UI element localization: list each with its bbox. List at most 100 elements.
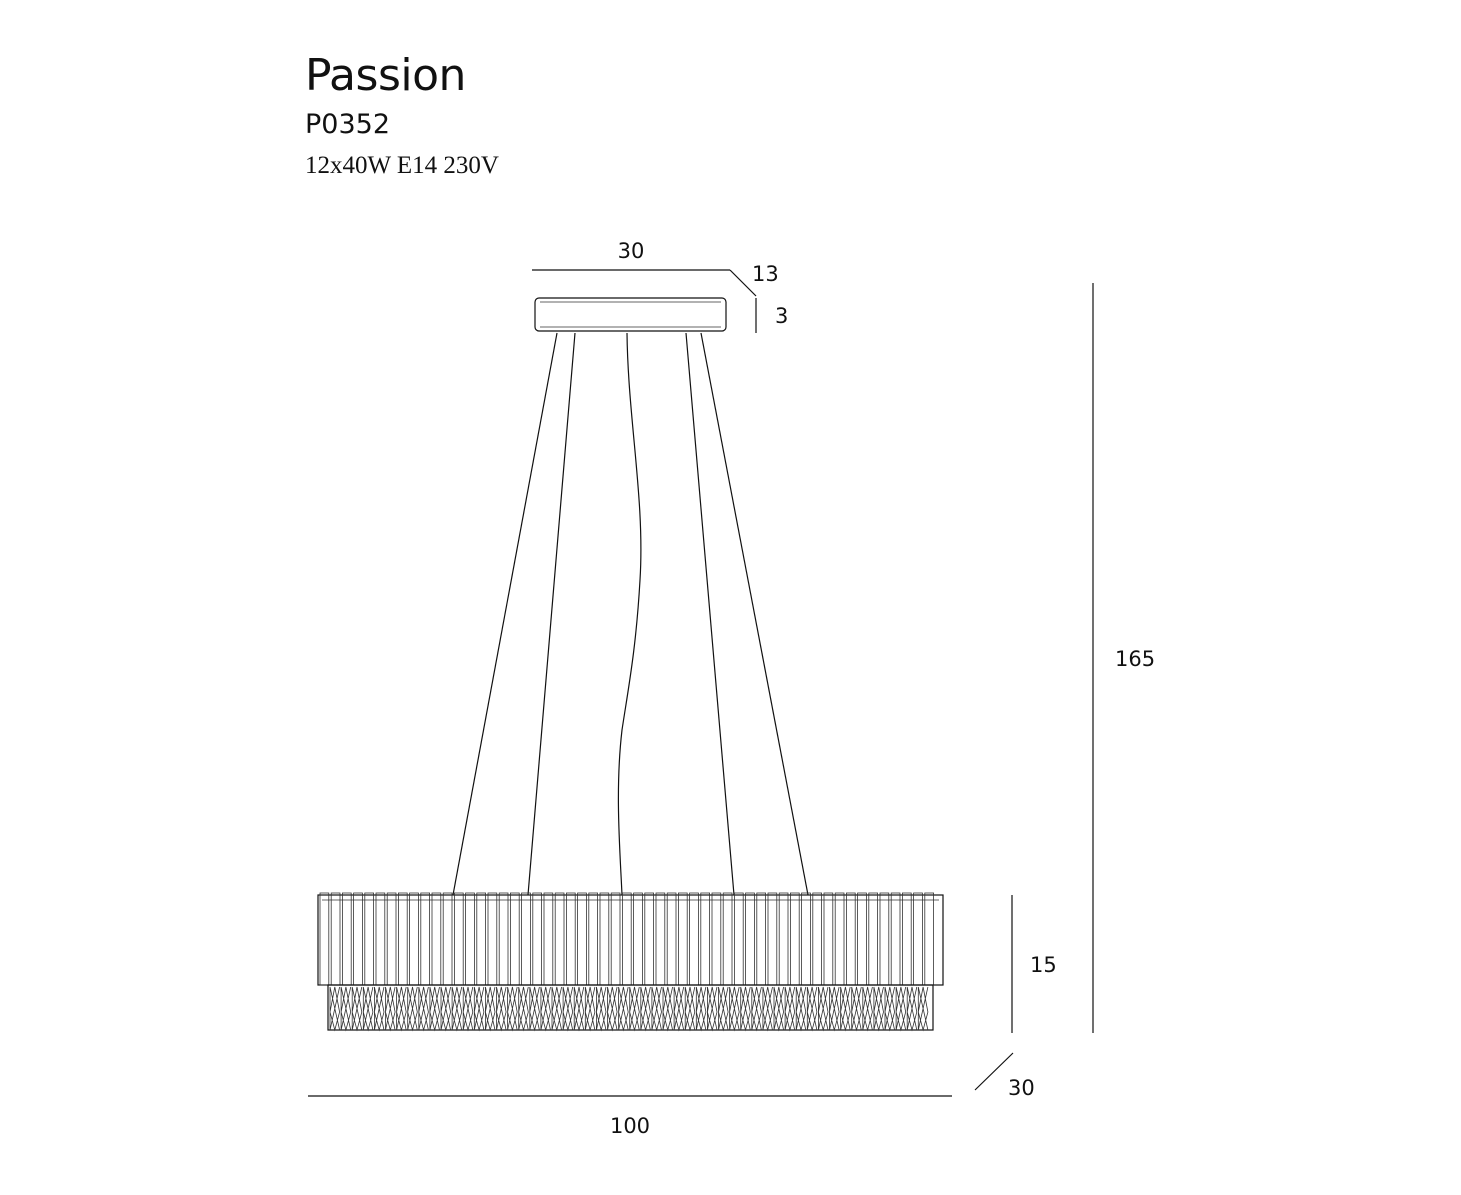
crystal-rod [879,892,890,986]
crystal-rod [330,892,341,986]
crystal-rod [375,892,386,986]
crystal-rod [689,892,699,986]
crystal-rod [341,892,352,986]
canopy [534,297,727,332]
crystal-drop [762,986,773,1032]
crystal-rod [666,892,677,986]
body-height-label: 15 [1030,953,1057,977]
crystal-drop [673,986,685,1032]
crystal-rod [756,892,766,986]
body-depth-label: 30 [1008,1076,1035,1100]
power-cord [617,332,642,896]
crystal-rod [554,892,565,986]
crystal-drop [851,986,862,1032]
crystal-drop [473,986,485,1032]
crystal-drop [496,986,507,1032]
crystal-drop [618,986,629,1032]
crystal-drop [873,986,884,1032]
crystal-rod [924,892,934,986]
crystal-drop [862,986,873,1032]
crystal-drop [884,986,896,1032]
crystal-drop [718,986,729,1032]
crystal-rods [319,892,934,986]
crystal-drop [817,986,829,1032]
crystal-rod [890,892,901,986]
crystal-rod [386,892,397,986]
crystal-rod [610,892,621,986]
crystal-rod [431,892,442,986]
crystal-drop [429,986,440,1032]
crystal-rod [532,892,542,986]
crystal-drop [829,986,840,1032]
crystal-rod [599,892,610,986]
crystal-rod [543,892,554,986]
crystal-rod [722,892,733,986]
crystal-drop [684,986,696,1032]
canopy-height-label: 3 [775,304,788,328]
crystal-rod [823,892,834,986]
crystal-rod [734,892,744,986]
product-name: Passion [305,50,466,101]
crystal-rod [364,892,374,986]
crystal-rod [655,892,666,986]
crystal-drop [340,986,352,1032]
crystal-drop [518,986,529,1032]
crystal-drop [351,986,363,1032]
crystal-drop [751,986,762,1032]
crystal-rod [778,892,789,986]
crystal-rod [834,892,845,986]
crystal-drop [906,986,918,1032]
canopy-depth-label: 13 [752,262,779,286]
crystal-drop [773,986,785,1032]
crystal-rod [790,892,800,986]
crystal-drop [373,986,385,1032]
crystal-drop [640,986,651,1032]
crystal-drop [362,986,374,1032]
crystal-drop [329,986,341,1032]
crystal-rod [745,892,755,986]
chandelier-body [317,892,944,1032]
crystal-rod [397,892,408,986]
crystal-drop [895,986,907,1032]
crystal-drop [451,986,463,1032]
body-depth-line [974,1052,1014,1091]
crystal-rod [498,892,509,986]
crystal-rod [476,892,486,986]
crystal-drop [562,986,574,1032]
crystal-rod [465,892,475,986]
crystal-drop [551,986,563,1032]
crystal-drop [540,986,551,1032]
crystal-drop [729,986,740,1032]
crystal-rod [420,892,430,986]
crystal-rod [577,892,587,986]
crystal-drop [407,986,418,1032]
crystal-rod [319,892,330,986]
canopy-depth-line [729,269,757,297]
crystal-rod [857,892,867,986]
crystal-drop [385,986,396,1032]
crystal-rod [453,892,464,986]
crystal-drop [795,986,807,1032]
crystal-drop [607,986,618,1032]
crystal-drop [529,986,540,1032]
crystal-drop [740,986,751,1032]
crystal-rod [678,892,688,986]
suspension-cables [452,332,809,896]
crystal-rod [868,892,878,986]
product-spec: 12x40W E14 230V [305,152,499,179]
crystal-rod [353,892,363,986]
crystal-rod [409,892,419,986]
crystal-drop [917,986,929,1032]
crystal-drop [507,986,518,1032]
crystal-rod [487,892,498,986]
crystal-drop [418,986,429,1032]
crystal-drop [806,986,818,1032]
crystal-drop [784,986,796,1032]
crystal-rod [566,892,576,986]
crystal-rod [767,892,778,986]
product-code: P0352 [305,109,390,140]
crystal-drop [706,986,718,1032]
crystal-rod [801,892,811,986]
crystal-drop [662,986,674,1032]
crystal-rod [700,892,710,986]
